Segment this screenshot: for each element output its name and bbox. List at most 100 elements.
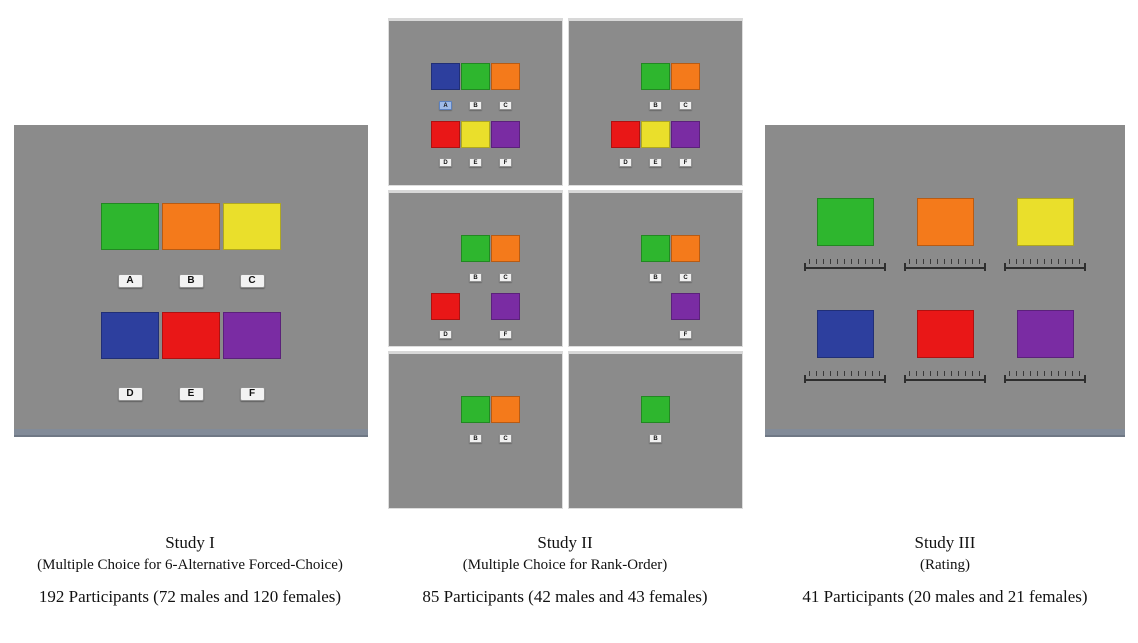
rating-scale[interactable]	[1004, 259, 1086, 271]
purple-square	[491, 121, 520, 148]
choice-button-b[interactable]: B	[469, 101, 482, 110]
label-slot: E	[461, 158, 490, 167]
choice-button-a[interactable]: A	[439, 101, 452, 110]
green-square	[101, 203, 159, 250]
choice-button-c[interactable]: C	[499, 434, 512, 443]
choice-button-d[interactable]: D	[619, 158, 632, 167]
study2-panels-grid: A B C D E F B C D E F B C D F B C F B C B	[388, 18, 743, 509]
choice-button-f[interactable]: F	[499, 158, 512, 167]
rating-scale[interactable]	[904, 371, 986, 383]
study2-panel-3: B C D F	[388, 190, 563, 347]
purple-square	[223, 312, 281, 359]
scale-left-cap	[1004, 263, 1006, 271]
rating-scale[interactable]	[904, 259, 986, 271]
label-slot: C	[491, 273, 520, 282]
choice-button-e[interactable]: E	[178, 387, 204, 401]
scale-left-cap	[1004, 375, 1006, 383]
red-square	[916, 310, 974, 358]
red-square	[162, 312, 220, 359]
square-slot	[461, 396, 490, 423]
orange-rating-group	[904, 198, 986, 271]
green-square	[641, 396, 670, 423]
square-slot	[461, 235, 490, 262]
choice-button-c[interactable]: C	[499, 101, 512, 110]
scale-ticks	[809, 371, 881, 376]
rating-scale[interactable]	[804, 259, 886, 271]
label-slot: B	[641, 434, 670, 443]
empty-slot	[611, 63, 640, 90]
label-slot	[461, 330, 490, 339]
red-square	[611, 121, 640, 148]
choice-button-b[interactable]: B	[178, 274, 204, 288]
green-square	[641, 63, 670, 90]
choice-button-d[interactable]: D	[439, 330, 452, 339]
choice-button-c[interactable]: C	[679, 101, 692, 110]
choice-button-e[interactable]: E	[649, 158, 662, 167]
study2-panel-3-top-squares	[389, 235, 562, 262]
square-slot	[641, 396, 670, 423]
label-slot: E	[641, 158, 670, 167]
choice-button-a[interactable]: A	[117, 274, 143, 288]
study2-panel-4-bottom-squares	[569, 293, 742, 320]
square-slot	[431, 293, 460, 320]
study2-panel-1: A B C D E F	[388, 18, 563, 186]
choice-button-d[interactable]: D	[117, 387, 143, 401]
choice-button-c[interactable]: C	[679, 273, 692, 282]
label-slot: A	[101, 274, 159, 288]
green-square	[461, 235, 490, 262]
study1-top-squares-row	[14, 203, 368, 250]
rating-scale[interactable]	[1004, 371, 1086, 383]
square-slot	[611, 121, 640, 148]
choice-button-d[interactable]: D	[439, 158, 452, 167]
study2-panel-2-top-squares	[569, 63, 742, 90]
square-slot	[491, 235, 520, 262]
study2-panel-3-bottom-squares	[389, 293, 562, 320]
purple-square	[671, 121, 700, 148]
rating-scale[interactable]	[804, 371, 886, 383]
choice-button-b[interactable]: B	[469, 434, 482, 443]
choice-button-f[interactable]: F	[499, 330, 512, 339]
orange-square	[162, 203, 220, 250]
square-slot	[431, 121, 460, 148]
purple-square	[671, 293, 700, 320]
blue-square	[816, 310, 874, 358]
scale-left-cap	[904, 375, 906, 383]
study2-panel-4-bottom-labels: F	[569, 330, 742, 339]
study2-panel-6: B	[568, 351, 743, 509]
study1-bottom-labels-row: D E F	[14, 387, 368, 401]
orange-square	[671, 235, 700, 262]
label-slot	[431, 434, 460, 443]
choice-button-b[interactable]: B	[649, 101, 662, 110]
label-slot: B	[162, 274, 220, 288]
label-slot: D	[431, 330, 460, 339]
study1-caption-title: Study I	[165, 533, 215, 552]
label-slot: C	[671, 273, 700, 282]
choice-button-b[interactable]: B	[649, 434, 662, 443]
empty-slot	[671, 396, 700, 423]
choice-button-c[interactable]: C	[499, 273, 512, 282]
square-slot	[641, 121, 670, 148]
orange-square	[491, 63, 520, 90]
choice-button-f[interactable]: F	[239, 387, 265, 401]
choice-button-b[interactable]: B	[469, 273, 482, 282]
green-rating-group	[804, 198, 886, 271]
choice-button-b[interactable]: B	[649, 273, 662, 282]
square-slot	[491, 121, 520, 148]
empty-slot	[431, 396, 460, 423]
scale-bar	[1004, 379, 1086, 381]
choice-button-e[interactable]: E	[469, 158, 482, 167]
scale-ticks	[1009, 259, 1081, 264]
study3-top-row	[765, 198, 1125, 271]
label-slot	[611, 434, 640, 443]
square-slot	[461, 121, 490, 148]
study1-stimulus-panel: A B C D E F	[14, 125, 368, 437]
choice-button-f[interactable]: F	[679, 158, 692, 167]
choice-button-c[interactable]: C	[239, 274, 265, 288]
scale-right-cap	[884, 375, 886, 383]
study1-panel-footer	[14, 429, 368, 437]
label-slot: C	[491, 101, 520, 110]
label-slot: A	[431, 101, 460, 110]
choice-button-f[interactable]: F	[679, 330, 692, 339]
study2-panel-2-bottom-squares	[569, 121, 742, 148]
